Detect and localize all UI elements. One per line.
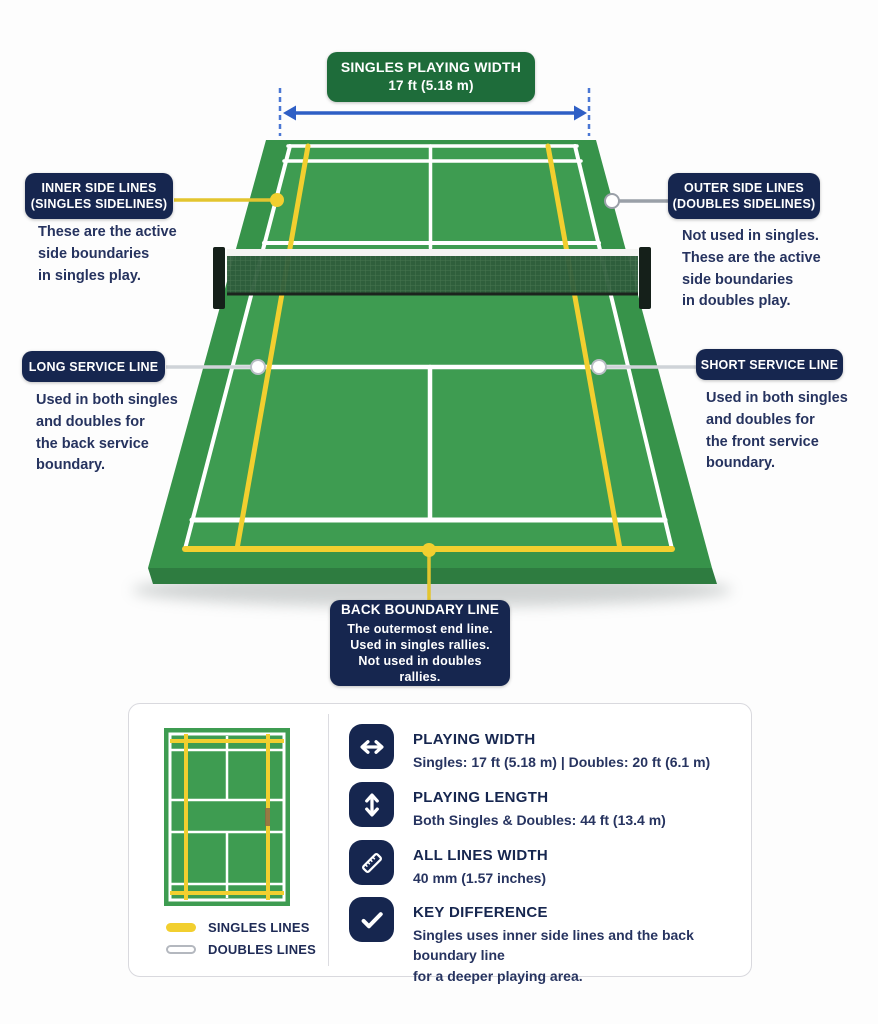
playing-width-value: Singles: 17 ft (5.18 m) | Doubles: 20 ft…: [413, 754, 711, 770]
short-service-line-description: Used in both singles and doubles for the…: [706, 390, 848, 472]
vertical-arrow-icon: [364, 792, 379, 817]
check-icon: [361, 911, 383, 928]
callout-short-service-line: SHORT SERVICE LINE: [696, 349, 843, 380]
court-inner-area: [185, 146, 672, 549]
back-boundary-description: The outermost end line. Used in singles …: [347, 622, 493, 685]
inner-side-dot: [270, 193, 284, 207]
key-difference-title: KEY DIFFERENCE: [413, 904, 548, 921]
header-value: 17 ft (5.18 m): [388, 78, 474, 94]
callout-connectors: [166, 193, 698, 601]
net-post-right: [639, 247, 651, 309]
callout-back-boundary-line: BACK BOUNDARY LINE The outermost end lin…: [330, 600, 510, 686]
court-front-edge: [148, 568, 717, 584]
legend-doubles: DOUBLES LINES: [166, 942, 316, 957]
legend-singles: SINGLES LINES: [166, 920, 310, 935]
key-difference-value: Singles uses inner side lines and the ba…: [413, 927, 694, 984]
mini-court-diagram: [164, 728, 290, 906]
playing-length-value: Both Singles & Doubles: 44 ft (13.4 m): [413, 812, 666, 828]
ruler-icon: [361, 852, 382, 873]
playing-width-title: PLAYING WIDTH: [413, 731, 536, 748]
doubles-line-swatch: [166, 945, 196, 954]
outer-side-lines-description: Not used in singles. These are the activ…: [682, 228, 821, 310]
header-title: SINGLES PLAYING WIDTH: [340, 59, 522, 76]
doubles-lines: [183, 144, 674, 551]
playing-length-title: PLAYING LENGTH: [413, 789, 549, 806]
playing-width-icon-box: [349, 724, 394, 769]
lines-width-icon-box: [349, 840, 394, 885]
lines-width-title: ALL LINES WIDTH: [413, 847, 549, 864]
net: [213, 247, 651, 309]
net-post-left: [213, 247, 225, 309]
mini-net-mark: [265, 808, 270, 826]
short-service-dot: [591, 359, 607, 375]
callout-long-service-line: LONG SERVICE LINE: [22, 351, 165, 382]
panel-divider: [328, 714, 329, 966]
callout-outer-side-lines: OUTER SIDE LINES (DOUBLES SIDELINES): [668, 173, 820, 219]
doubles-line-label: DOUBLES LINES: [208, 942, 317, 957]
outer-side-dot: [604, 193, 620, 209]
callout-inner-side-lines: INNER SIDE LINES (SINGLES SIDELINES): [25, 173, 173, 219]
long-service-dot: [250, 359, 266, 375]
inner-side-lines-description: These are the active side boundaries in …: [38, 224, 177, 284]
horizontal-arrow-icon: [359, 739, 384, 754]
back-boundary-dot: [422, 543, 436, 557]
playing-length-icon-box: [349, 782, 394, 827]
header-box: SINGLES PLAYING WIDTH 17 ft (5.18 m): [327, 52, 535, 102]
back-boundary-title: BACK BOUNDARY LINE: [340, 601, 500, 617]
long-service-line-description: Used in both singles and doubles for the…: [36, 392, 178, 474]
key-difference-icon-box: [349, 897, 394, 942]
width-arrow: [278, 88, 591, 136]
lines-width-value: 40 mm (1.57 inches): [413, 870, 547, 886]
singles-line-label: SINGLES LINES: [208, 920, 310, 935]
info-panel: SINGLES LINES DOUBLES LINES PLAYING WIDT…: [128, 703, 752, 984]
mini-doubles-lines: [170, 736, 284, 898]
singles-line-swatch: [166, 923, 196, 932]
